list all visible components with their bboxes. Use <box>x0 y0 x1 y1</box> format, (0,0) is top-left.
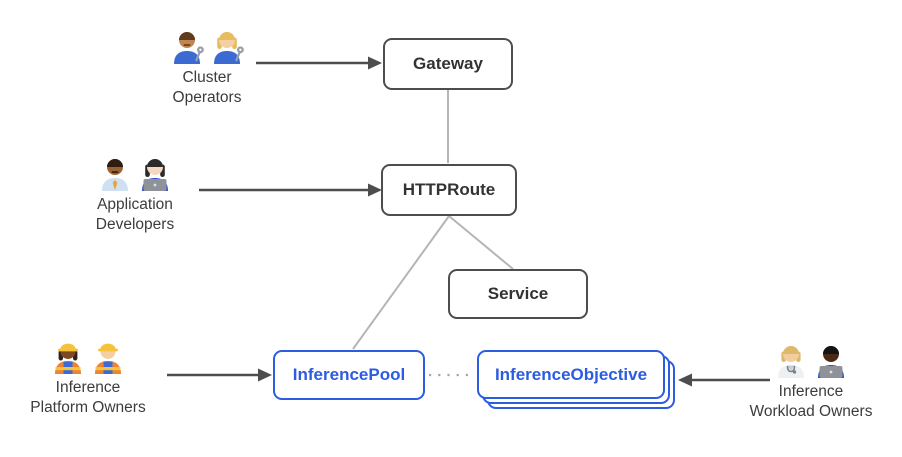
arrow-cluster-operators-to-gateway <box>256 56 382 70</box>
woman-mechanic-icon <box>214 32 244 64</box>
actor-label: Application Developers <box>95 196 175 233</box>
node-httproute-label: HTTPRoute <box>402 180 496 199</box>
node-gateway: Gateway <box>383 38 513 90</box>
actor-label: Inference Workload Owners <box>749 383 873 420</box>
node-service: Service <box>448 269 588 319</box>
node-service-label: Service <box>487 284 549 303</box>
inference-workload-owners-icons <box>773 340 849 378</box>
man-technologist-icon <box>818 346 844 378</box>
node-inference-pool: InferencePool <box>273 350 425 400</box>
man-office-worker-icon <box>102 159 128 191</box>
woman-technologist-icon <box>142 159 168 191</box>
actor-cluster-operators: Cluster Operators <box>133 26 281 107</box>
actor-inference-workload-owners: Inference Workload Owners <box>730 340 892 421</box>
man-construction-worker-icon <box>95 343 121 374</box>
actor-label: Cluster Operators <box>172 69 242 106</box>
man-mechanic-icon <box>174 32 204 64</box>
actor-label: Inference Platform Owners <box>30 379 146 416</box>
woman-construction-worker-icon <box>55 343 81 374</box>
node-httproute: HTTPRoute <box>381 164 517 216</box>
edge-httproute-service <box>448 215 514 270</box>
cluster-operators-icons <box>169 26 245 64</box>
application-developers-icons <box>97 153 173 191</box>
arrow-workload-owners-to-inferenceobjective <box>678 373 770 387</box>
health-worker-icon <box>778 346 804 378</box>
arrow-platform-owners-to-inferencepool <box>167 368 272 382</box>
node-inference-objective: InferenceObjective <box>477 350 665 399</box>
node-inference-pool-label: InferencePool <box>292 365 406 384</box>
actor-application-developers: Application Developers <box>61 153 209 234</box>
node-inference-objective-label: InferenceObjective <box>494 364 648 384</box>
arrow-application-developers-to-httproute <box>199 183 382 197</box>
edge-httproute-inferencepool <box>352 215 450 350</box>
inference-platform-owners-icons <box>50 336 126 374</box>
node-gateway-label: Gateway <box>413 54 483 73</box>
actor-inference-platform-owners: Inference Platform Owners <box>8 336 168 417</box>
